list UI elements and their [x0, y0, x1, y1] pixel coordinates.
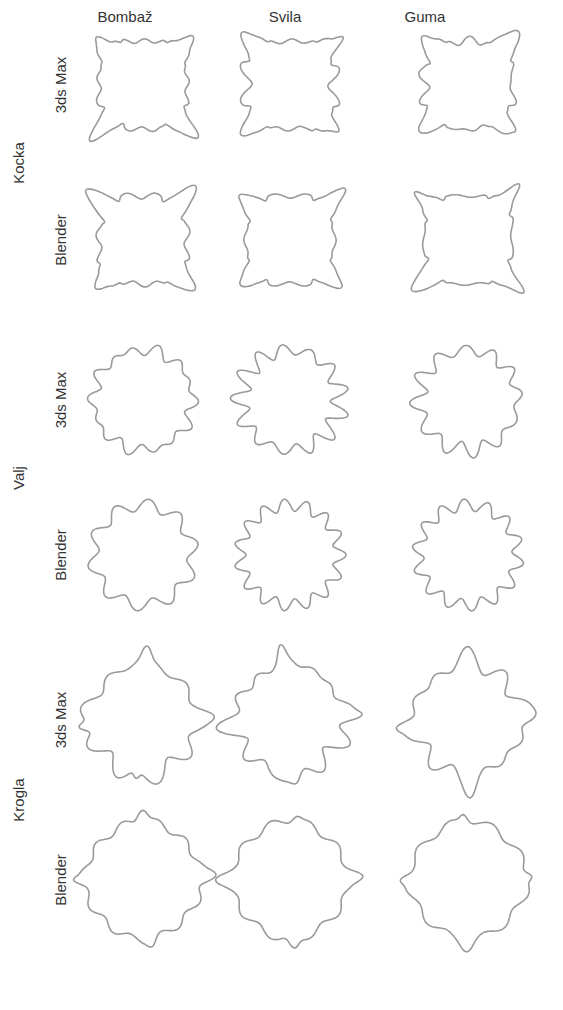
cloth-section	[86, 185, 197, 291]
cloth-section	[230, 345, 348, 454]
cloth-section	[411, 184, 524, 293]
cloth-section	[410, 345, 522, 457]
cloth-section	[89, 36, 198, 142]
cloth-section	[79, 646, 214, 784]
row-group-label: Kocka	[11, 142, 26, 184]
row-group-label: Valj	[11, 466, 26, 490]
cloth-section	[235, 499, 346, 610]
cloth-section	[239, 188, 346, 289]
column-header: Svila	[269, 9, 302, 24]
cloth-section	[240, 32, 343, 136]
cloth-section	[400, 815, 531, 952]
row-label: 3ds Max	[53, 692, 68, 749]
cloth-section	[216, 645, 362, 784]
row-label: Blender	[53, 214, 68, 266]
column-header: Guma	[405, 9, 446, 24]
column-header: Bombaž	[97, 9, 152, 24]
cloth-section	[88, 345, 199, 454]
cloth-section	[88, 499, 198, 610]
cloth-section	[74, 810, 216, 947]
row-label: Blender	[53, 854, 68, 906]
row-label: 3ds Max	[53, 57, 68, 114]
row-group-label: Krogla	[11, 778, 26, 821]
row-label: Blender	[53, 529, 68, 581]
cloth-section	[216, 816, 363, 948]
cloth-section	[413, 499, 524, 611]
cloth-section	[419, 30, 520, 133]
cloth-section	[396, 647, 536, 798]
row-label: 3ds Max	[53, 372, 68, 429]
